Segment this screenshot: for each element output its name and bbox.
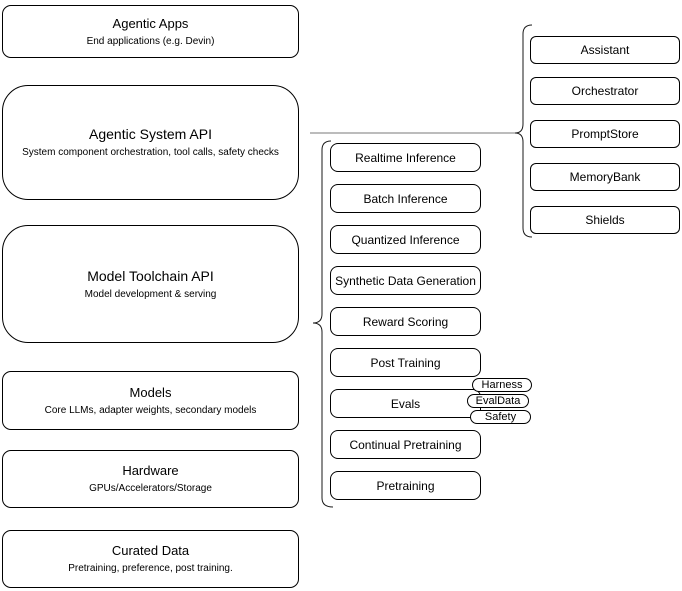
system-item-label: Shields bbox=[585, 213, 625, 227]
evals-tag-evaldata: EvalData bbox=[467, 394, 529, 408]
box-subtitle: System component orchestration, tool cal… bbox=[22, 147, 279, 158]
toolchain-item-label: Evals bbox=[390, 396, 421, 411]
toolchain-item-pretraining: Pretraining bbox=[330, 471, 481, 500]
toolchain-item-batch-inference: Batch Inference bbox=[330, 184, 481, 213]
toolchain-item-label: Quantized Inference bbox=[351, 232, 460, 247]
box-agentic-system-api: Agentic System API System component orch… bbox=[2, 85, 299, 200]
system-item-label: MemoryBank bbox=[569, 170, 641, 184]
toolchain-item-label: Synthetic Data Generation bbox=[335, 273, 476, 288]
evals-tag-safety: Safety bbox=[470, 410, 531, 424]
box-title: Agentic System API bbox=[89, 126, 212, 142]
system-item-label: Orchestrator bbox=[571, 84, 639, 98]
box-title: Curated Data bbox=[111, 543, 190, 558]
toolchain-item-quantized-inference: Quantized Inference bbox=[330, 225, 481, 254]
toolchain-item-synthetic-data-generation: Synthetic Data Generation bbox=[330, 266, 481, 295]
toolchain-item-post-training: Post Training bbox=[330, 348, 481, 377]
system-item-label: Assistant bbox=[580, 43, 630, 57]
toolchain-item-label: Post Training bbox=[370, 355, 441, 370]
toolchain-item-realtime-inference: Realtime Inference bbox=[330, 143, 481, 172]
evals-tag-label: Safety bbox=[484, 411, 517, 423]
box-models: Models Core LLMs, adapter weights, secon… bbox=[2, 371, 299, 430]
box-title: Agentic Apps bbox=[112, 15, 189, 31]
evals-tag-label: EvalData bbox=[475, 395, 521, 407]
box-agentic-apps: Agentic Apps End applications (e.g. Devi… bbox=[2, 5, 299, 58]
box-hardware: Hardware GPUs/Accelerators/Storage bbox=[2, 450, 299, 508]
box-subtitle: Model development & serving bbox=[84, 288, 217, 300]
toolchain-item-label: Reward Scoring bbox=[362, 314, 449, 329]
toolchain-item-label: Continual Pretraining bbox=[349, 437, 462, 452]
evals-tag-label: Harness bbox=[481, 379, 523, 391]
box-subtitle: Core LLMs, adapter weights, secondary mo… bbox=[44, 404, 257, 416]
system-item-assistant: Assistant bbox=[530, 36, 680, 64]
box-subtitle: GPUs/Accelerators/Storage bbox=[89, 483, 212, 494]
box-title: Models bbox=[129, 384, 172, 400]
system-item-shields: Shields bbox=[530, 206, 680, 234]
toolchain-item-label: Batch Inference bbox=[363, 191, 448, 206]
system-item-promptstore: PromptStore bbox=[530, 120, 680, 148]
box-title: Model Toolchain API bbox=[87, 267, 214, 284]
box-curated-data: Curated Data Pretraining, preference, po… bbox=[2, 530, 299, 588]
system-item-label: PromptStore bbox=[571, 127, 639, 141]
box-subtitle: End applications (e.g. Devin) bbox=[86, 35, 215, 47]
box-title: Hardware bbox=[122, 463, 179, 478]
toolchain-item-continual-pretraining: Continual Pretraining bbox=[330, 430, 481, 459]
system-item-orchestrator: Orchestrator bbox=[530, 77, 680, 105]
toolchain-item-label: Pretraining bbox=[376, 478, 435, 493]
system-item-memorybank: MemoryBank bbox=[530, 163, 680, 191]
toolchain-item-evals: Evals bbox=[330, 389, 481, 418]
box-subtitle: Pretraining, preference, post training. bbox=[68, 563, 233, 574]
toolchain-item-label: Realtime Inference bbox=[355, 150, 456, 165]
toolchain-item-reward-scoring: Reward Scoring bbox=[330, 307, 481, 336]
box-model-toolchain-api: Model Toolchain API Model development & … bbox=[2, 225, 299, 343]
evals-tag-harness: Harness bbox=[472, 378, 532, 392]
